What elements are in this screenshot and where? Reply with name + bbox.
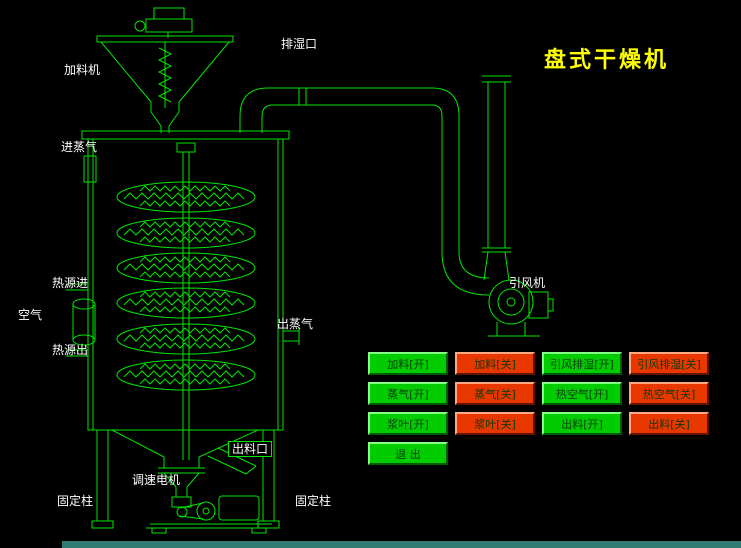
page-title: 盘式干燥机 [544,48,670,73]
discharge-cone [111,429,259,508]
agitator-shaft [176,142,196,460]
disc-stack [116,181,256,391]
feeder-motor [134,7,193,38]
exhaust-stack [482,75,511,281]
button-panel: 加料[开] 加料[关] 引风排湿[开] 引风排湿[关] 蒸气[开] 蒸气[关] … [368,352,709,465]
label-heat-out: 热源出 [52,343,89,357]
steam-off-button[interactable]: 蒸气[关] [455,382,535,405]
label-steam-in: 进蒸气 [61,140,98,154]
label-steam-out: 出蒸气 [277,317,314,331]
bottom-strip [62,541,741,548]
discharge-spout [207,447,257,475]
discharge-off-button[interactable]: 出料[关] [629,412,709,435]
label-air: 空气 [18,308,43,322]
heat-source-inlet-pipe [66,283,88,291]
main-vessel [81,130,290,431]
paddle-off-button[interactable]: 浆叶[关] [455,412,535,435]
paddle-on-button[interactable]: 浆叶[开] [368,412,448,435]
drive-motor [146,495,276,534]
label-discharge-port: 出料口 [228,441,273,457]
feed-off-button[interactable]: 加料[关] [455,352,535,375]
label-speed-motor: 调速电机 [132,473,181,487]
steam-on-button[interactable]: 蒸气[开] [368,382,448,405]
draft-fan [488,279,554,337]
label-feeder: 加料机 [64,63,101,77]
exit-button[interactable]: 退 出 [368,442,448,465]
draft-dehumidify-on-button[interactable]: 引风排湿[开] [542,352,622,375]
label-heat-in: 热源进 [52,276,89,290]
air-preheater [72,298,96,346]
discharge-on-button[interactable]: 出料[开] [542,412,622,435]
label-exhaust-port: 排湿口 [281,37,318,51]
draft-dehumidify-off-button[interactable]: 引风排湿[关] [629,352,709,375]
label-fixed-column-right: 固定柱 [295,494,332,508]
support-leg-left [91,430,114,529]
hot-air-on-button[interactable]: 热空气[开] [542,382,622,405]
label-draft-fan: 引风机 [509,276,546,290]
feeder-hopper [96,35,234,133]
steam-outlet-port [283,327,300,345]
heat-source-outlet-pipe [66,349,88,357]
exhaust-pipe [239,87,490,296]
label-fixed-column-left: 固定柱 [57,494,94,508]
feed-on-button[interactable]: 加料[开] [368,352,448,375]
hot-air-off-button[interactable]: 热空气[关] [629,382,709,405]
